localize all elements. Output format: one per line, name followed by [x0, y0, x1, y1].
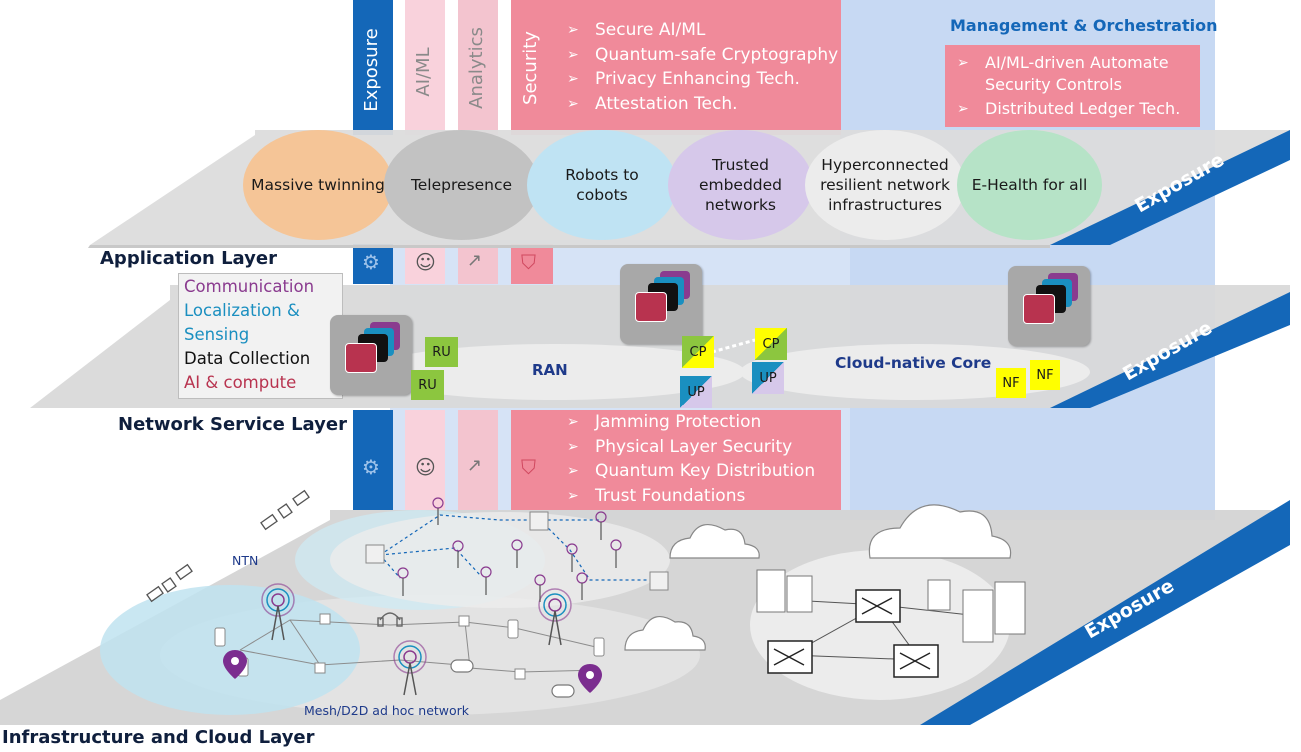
legend-communication: Communication — [184, 277, 315, 296]
analytics-chart-icon: ↗ — [467, 455, 483, 476]
core-label: Cloud-native Core — [835, 354, 992, 372]
analytics-column-top — [458, 0, 498, 135]
security-bottom-list: Jamming Protection Physical Layer Securi… — [565, 410, 815, 508]
app-telepresence: Telepresence — [384, 130, 539, 240]
cluster-links — [379, 514, 660, 581]
up-node: UP — [752, 362, 784, 394]
ntn-ellipse-1 — [100, 585, 360, 715]
small-antenna-icon — [397, 497, 622, 602]
mesh-label: Mesh/D2D ad hoc network — [304, 703, 470, 718]
security-bottom-item: Jamming Protection — [565, 410, 815, 435]
security-bottom-item: Quantum Key Distribution — [565, 459, 815, 484]
headphones-icon — [377, 612, 403, 627]
analytics-column-mid — [458, 244, 498, 284]
cp-node: CP — [755, 328, 787, 360]
router-arrows — [773, 597, 931, 670]
exposure-column-top — [353, 0, 393, 135]
shield-icon: ⛉ — [521, 455, 536, 479]
gear-network-icon: ⚙ — [362, 250, 380, 274]
cluster-ellipse — [330, 512, 670, 608]
application-layer-title: Application Layer — [100, 248, 277, 269]
exposure-column-mid — [353, 244, 393, 284]
security-top-list: Secure AI/ML Quantum-safe Cryptography P… — [565, 18, 838, 116]
ru-node: RU — [425, 337, 458, 367]
router-icon — [767, 589, 939, 678]
satellite-icon — [146, 563, 193, 603]
list-icon — [1023, 294, 1055, 324]
up-node: UP — [680, 376, 712, 408]
gear-network-icon: ⚙ — [362, 455, 380, 479]
aiml-column-mid — [405, 244, 445, 284]
cp-node: CP — [682, 336, 714, 368]
security-bottom-item: Physical Layer Security — [565, 435, 815, 460]
legend-ai-compute: AI & compute — [184, 373, 297, 392]
management-title: Management & Orchestration — [950, 16, 1218, 35]
antenna-tower-icon — [261, 583, 295, 641]
app-trusted-embedded-networks: Trusted embedded networks — [668, 130, 813, 240]
application-plane-base — [88, 245, 1050, 248]
app-ehealth: E-Health for all — [957, 130, 1102, 240]
security-bottom-item: Trust Foundations — [565, 484, 815, 509]
exposure-wedge-infra — [920, 500, 1290, 725]
antenna-tower-icon — [393, 640, 427, 696]
ran-ellipse — [365, 344, 745, 400]
nf-node: NF — [1030, 360, 1060, 390]
legend-localization: Localization & — [184, 301, 300, 320]
analytics-column-bottom — [458, 410, 498, 510]
legend-box — [178, 273, 343, 399]
management-item: AI/ML-driven Automate Security Controls — [955, 52, 1195, 96]
network-service-layer-title: Network Service Layer — [118, 414, 347, 435]
aiml-column-bottom — [405, 410, 445, 510]
ran-label: RAN — [532, 361, 568, 379]
infrastructure-layer-title: Infrastructure and Cloud Layer — [2, 727, 315, 748]
shield-icon: ⛉ — [521, 250, 536, 274]
aiml-column-top — [405, 0, 445, 135]
management-list: AI/ML-driven Automate Security Controls … — [955, 52, 1195, 122]
security-column-mid — [511, 244, 553, 284]
app-hyperconnected: Hyperconnected resilient network infrast… — [805, 130, 965, 240]
edge-server-icon — [365, 511, 669, 591]
ntn-label: NTN — [232, 553, 259, 568]
ru-node: RU — [411, 370, 444, 400]
location-pin-icon — [223, 650, 602, 693]
list-icon — [635, 292, 667, 322]
security-top-item: Privacy Enhancing Tech. — [565, 67, 838, 92]
exposure-column-bottom — [353, 410, 393, 510]
satellite-icon — [260, 489, 310, 531]
list-icon — [345, 343, 377, 373]
antenna-tower-icon — [538, 588, 572, 646]
exposure-wedge-application — [1050, 130, 1290, 245]
app-massive-twinning: Massive twinning — [243, 130, 393, 240]
legend-data-collection: Data Collection — [184, 349, 311, 368]
app-robots-to-cobots: Robots to cobots — [527, 130, 677, 240]
exposure-wedge-network — [1050, 292, 1290, 408]
server-rack-icon — [756, 569, 1026, 643]
gamepad-icon — [450, 659, 575, 698]
cp-link — [711, 338, 756, 354]
ai-head-icon: ☺ — [415, 250, 436, 274]
ai-head-icon: ☺ — [415, 455, 436, 479]
cloud-icon — [624, 504, 1012, 651]
security-top-item: Secure AI/ML — [565, 18, 838, 43]
analytics-chart-icon: ↗ — [467, 250, 483, 271]
security-top-item: Attestation Tech. — [565, 92, 838, 117]
security-top-item: Quantum-safe Cryptography — [565, 43, 838, 68]
legend-sensing: Sensing — [184, 325, 250, 344]
management-item: Distributed Ledger Tech. — [955, 96, 1195, 122]
nf-node: NF — [996, 368, 1026, 398]
